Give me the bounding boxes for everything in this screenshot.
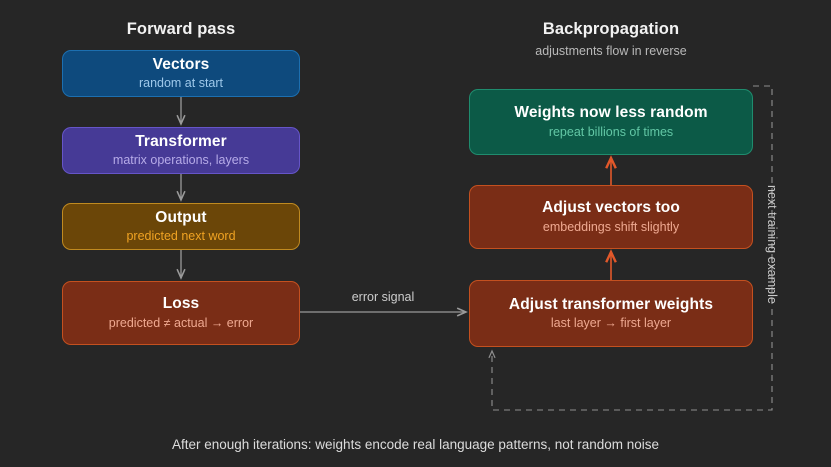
node-loss-title: Loss <box>162 295 200 313</box>
node-weights-now-less-random-title: Weights now less random <box>514 104 708 122</box>
node-adjust-vectors-too-title: Adjust vectors too <box>542 199 680 217</box>
node-vectors-title: Vectors <box>152 55 210 73</box>
node-output-title: Output <box>155 208 207 226</box>
backpropagation-subtitle: adjustments flow in reverse <box>535 44 687 58</box>
node-vectors[interactable]: Vectors random at start <box>62 50 300 97</box>
node-output[interactable]: Output predicted next word <box>62 203 300 250</box>
node-adjust-vectors-too-subtitle: embeddings shift slightly <box>542 219 680 234</box>
node-adjust-transformer-weights-subtitle: last layer → first layer <box>550 316 672 331</box>
forward-pass-title: Forward pass <box>126 20 236 38</box>
node-transformer-title: Transformer <box>135 132 227 150</box>
node-loss[interactable]: Loss predicted ≠ actual → error <box>62 281 300 345</box>
node-transformer-subtitle: matrix operations, layers <box>112 153 250 168</box>
node-adjust-transformer-weights[interactable]: Adjust transformer weights last layer → … <box>469 280 753 347</box>
edge-label-error-signal: error signal <box>351 290 415 304</box>
node-output-subtitle: predicted next word <box>126 229 236 244</box>
node-loss-subtitle: predicted ≠ actual → error <box>108 315 254 330</box>
node-vectors-subtitle: random at start <box>138 76 224 91</box>
node-transformer[interactable]: Transformer matrix operations, layers <box>62 127 300 174</box>
edge-label-next-training-example: next training example <box>765 185 779 304</box>
node-weights-now-less-random[interactable]: Weights now less random repeat billions … <box>469 89 753 155</box>
node-weights-now-less-random-subtitle: repeat billions of times <box>548 124 674 139</box>
footer-note: After enough iterations: weights encode … <box>171 437 660 452</box>
loop-next-training-example <box>488 85 773 411</box>
node-adjust-transformer-weights-title: Adjust transformer weights <box>508 295 714 313</box>
backpropagation-title: Backpropagation <box>542 20 680 38</box>
node-adjust-vectors-too[interactable]: Adjust vectors too embeddings shift slig… <box>469 185 753 249</box>
